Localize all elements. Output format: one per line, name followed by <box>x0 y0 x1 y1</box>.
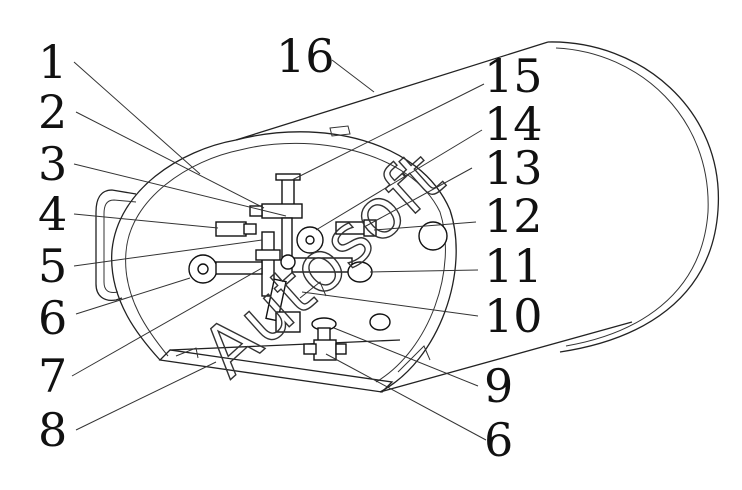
label-6b: 6 <box>484 413 513 467</box>
callout-labels: 1 2 3 4 5 6 7 8 16 15 14 13 12 11 10 9 6 <box>38 29 543 467</box>
label-14: 14 <box>484 97 543 151</box>
label-10: 10 <box>484 289 543 343</box>
label-3: 3 <box>38 137 67 191</box>
valve-assembly <box>188 173 377 361</box>
cylinder-body <box>95 41 719 393</box>
label-9: 9 <box>484 359 513 413</box>
label-12: 12 <box>484 189 543 243</box>
label-16: 16 <box>276 29 335 83</box>
label-11: 11 <box>484 239 543 293</box>
label-8: 8 <box>38 403 67 457</box>
label-7: 7 <box>38 349 67 403</box>
label-1: 1 <box>38 35 67 89</box>
label-13: 13 <box>484 141 543 195</box>
label-15: 15 <box>484 49 543 103</box>
label-2: 2 <box>38 85 67 139</box>
label-4: 4 <box>38 187 67 241</box>
label-6: 6 <box>38 291 67 345</box>
leader-lines <box>71 59 487 441</box>
label-5: 5 <box>38 239 67 293</box>
